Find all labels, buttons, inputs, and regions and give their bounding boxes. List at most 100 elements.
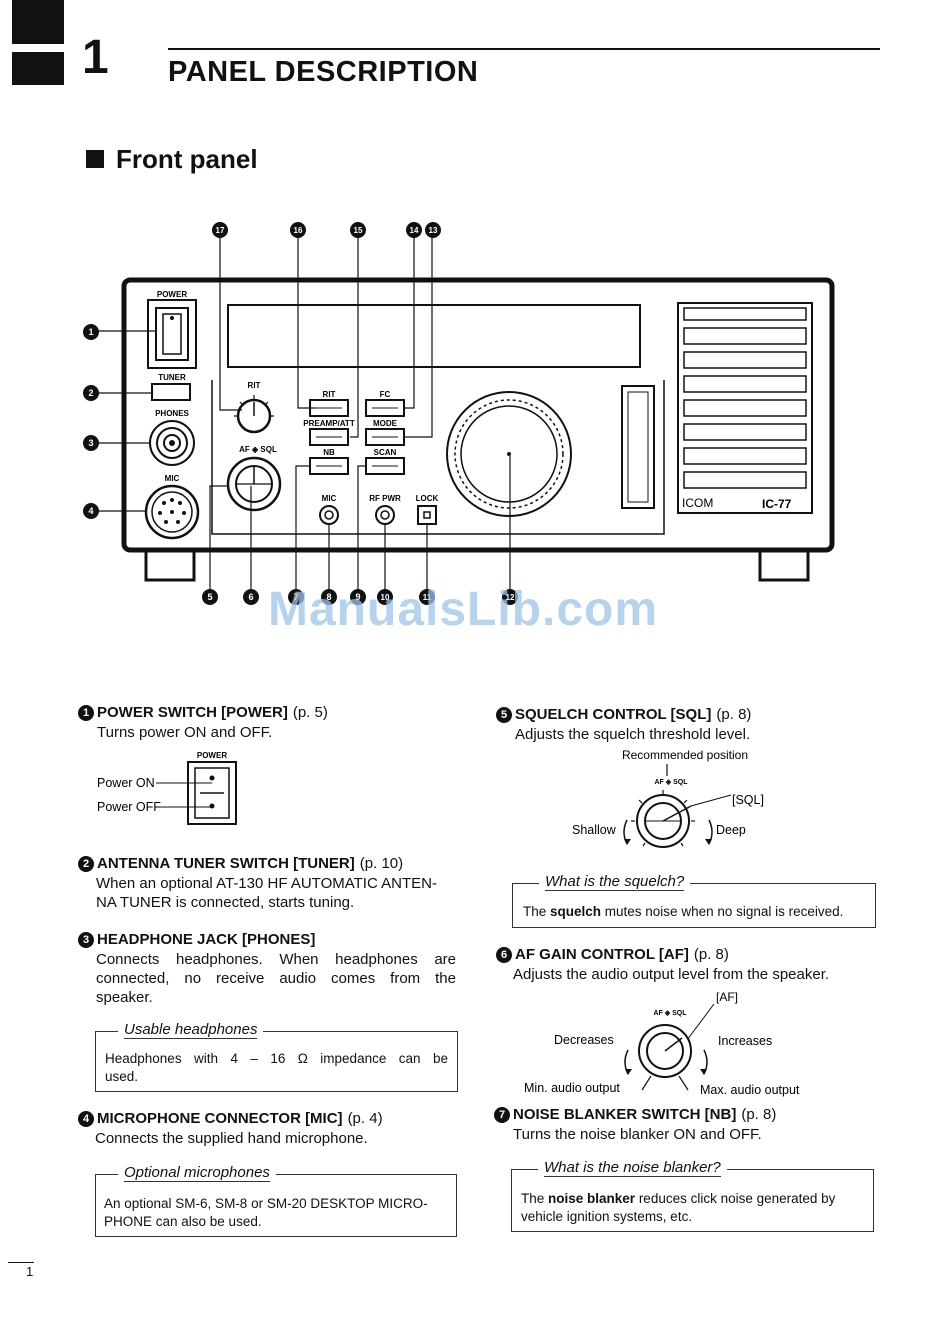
item-6-heading: 6 AF GAIN CONTROL [AF] (p. 8) [496,946,729,963]
svg-text:15: 15 [354,226,363,235]
callouts-bottom: 5 6 7 8 9 10 11 12 [202,589,518,605]
svg-text:[AF]: [AF] [716,990,738,1004]
svg-text:Deep: Deep [716,823,746,837]
item-3-description: Connects headphones. When headphones are… [96,950,456,1007]
item-number-badge: 3 [78,931,94,948]
item-5-heading: 5 SQUELCH CONTROL [SQL] (p. 8) [496,706,751,723]
svg-text:Decreases: Decreases [554,1033,614,1047]
item-7-heading: 7 NOISE BLANKER SWITCH [NB] (p. 8) [494,1106,776,1123]
page-ref: (p. 8) [693,946,729,963]
svg-text:POWER: POWER [197,751,227,760]
section-title: Front panel [116,144,258,174]
chapter-title: PANEL DESCRIPTION [168,56,479,88]
note-usable-headphones: Usable headphones Headphones with 4 – 16… [95,1021,458,1092]
svg-text:14: 14 [410,226,419,235]
section-bullet [86,150,104,168]
note-squelch: What is the squelch? The squelch mutes n… [512,873,876,928]
svg-text:Power ON: Power ON [97,776,155,790]
item-number-badge: 2 [78,855,94,872]
item-title: POWER SWITCH [POWER] [97,704,288,721]
lock-label: LOCK [416,494,439,503]
svg-text:6: 6 [248,592,253,602]
fc-button-label: FC [380,390,391,399]
svg-text:Max. audio output: Max. audio output [700,1083,800,1097]
svg-text:3: 3 [88,438,93,448]
mic-connector-label: MIC [165,474,180,483]
svg-text:10: 10 [381,593,390,602]
svg-text:[SQL]: [SQL] [732,793,764,807]
item-title: NOISE BLANKER SWITCH [NB] [513,1106,737,1123]
lock-button [417,505,437,525]
rit-knob-label: RIT [248,381,261,390]
note-text: The noise blanker reduces click noise ge… [521,1191,836,1224]
item-title: ANTENNA TUNER SWITCH [TUNER] [97,855,355,872]
item-7-description: Turns the noise blanker ON and OFF. [513,1126,762,1143]
note-text: The squelch mutes noise when no signal i… [523,904,844,919]
power-switch-figure: POWER Power ON Power OFF [97,751,237,825]
page-ref: (p. 8) [741,1106,777,1123]
text-line: When an optional AT-130 HF AUTOMATIC ANT… [96,875,437,892]
af-gain-knob-figure: [AF] AF ◈ SQL Decreases Increases Min. a… [524,990,800,1097]
svg-text:7: 7 [293,592,298,602]
page-ref: (p. 10) [359,855,404,872]
rf-power-label: RF PWR [369,494,401,503]
item-1-heading: 1 POWER SWITCH [POWER] (p. 5) [78,704,328,721]
svg-text:Shallow: Shallow [572,823,617,837]
item-4-description: Connects the supplied hand microphone. [95,1130,368,1147]
note-title: Optional microphones [118,1164,276,1182]
brand-logo: ICOM [682,496,713,510]
text-line: connected, no receive audio comes from t… [96,970,456,987]
item-title: MICROPHONE CONNECTOR [MIC] [97,1110,343,1127]
power-label: POWER [157,290,187,299]
mode-button-label: MODE [373,419,398,428]
item-number-badge: 4 [78,1110,94,1127]
chapter-number: 1 [82,31,109,84]
svg-text:Increases: Increases [718,1034,772,1048]
tuner-label: TUNER [158,373,186,382]
footer-rule [8,1262,34,1263]
rit-button-label: RIT [323,390,336,399]
item-5-description: Adjusts the squelch threshold level. [515,726,751,743]
callouts-left: 1 2 3 4 [83,324,99,519]
nb-button-label: NB [323,448,335,457]
svg-text:13: 13 [429,226,438,235]
svg-text:8: 8 [326,592,331,602]
callouts-top: 17 16 15 14 13 [212,222,441,238]
note-noise-blanker: What is the noise blanker? The noise bla… [511,1159,874,1232]
squelch-knob-figure: Recommended position AF ◈ SQL [SQL] Shal… [572,748,764,848]
item-number-badge: 5 [496,706,512,723]
item-number-badge: 7 [494,1106,510,1123]
note-title: Usable headphones [118,1021,264,1039]
item-2-description: When an optional AT-130 HF AUTOMATIC ANT… [96,874,458,912]
af-sql-label: AF ◈ SQL [239,445,277,454]
page-ref: (p. 4) [347,1110,383,1127]
svg-text:AF ◈ SQL: AF ◈ SQL [654,1010,688,1017]
svg-text:17: 17 [216,226,225,235]
note-text: Headphones with 4 – 16 Ω impedance can b… [105,1051,448,1084]
svg-text:5: 5 [207,592,212,602]
front-panel-diagram: ICOM IC-77 POWER TUNER PHONES MIC RIT AF… [83,222,835,605]
phones-label: PHONES [155,409,189,418]
note-title: What is the squelch? [539,873,691,891]
watermark: ManualsLib.com [268,583,659,636]
item-number-badge: 6 [496,946,512,963]
model-name: IC-77 [762,497,792,511]
item-title: SQUELCH CONTROL [SQL] [515,706,712,723]
text-line: Connects headphones. When headphones are [96,951,456,968]
preamp-button-label: PREAMP/ATT [303,419,355,428]
page-ref: (p. 5) [292,704,328,721]
svg-text:9: 9 [355,592,360,602]
text-line: speaker. [96,989,153,1006]
svg-text:Min. audio output: Min. audio output [524,1081,620,1095]
item-1-description: Turns power ON and OFF. [97,724,273,741]
tuner-button [151,383,191,401]
item-number-badge: 1 [78,704,94,721]
note-text: An optional SM-6, SM-8 or SM-20 DESKTOP … [104,1196,428,1229]
item-6-description: Adjusts the audio output level from the … [513,966,830,983]
text-line: NA TUNER is connected, starts tuning. [96,894,355,911]
chapter-tab-marker [12,0,64,44]
svg-text:Power OFF: Power OFF [97,800,161,814]
svg-text:4: 4 [88,506,93,516]
svg-text:Recommended position: Recommended position [622,748,748,762]
mic-gain-label: MIC [322,494,337,503]
